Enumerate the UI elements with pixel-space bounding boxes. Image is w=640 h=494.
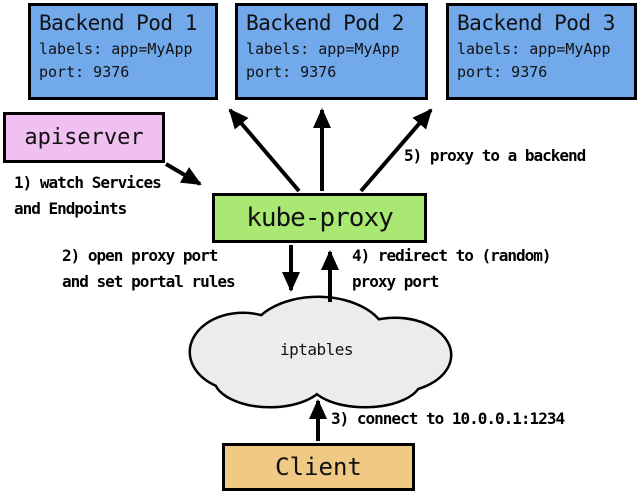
pod-labels: labels: app=MyApp [457, 40, 611, 58]
arrow-kube-proxy-to-pod3 [359, 108, 433, 193]
client-label: Client [275, 453, 362, 481]
arrow-kube-proxy-to-pod1 [228, 108, 301, 193]
kube-proxy-box: kube-proxy [212, 193, 427, 243]
backend-pod-1-box: Backend Pod 1 labels: app=MyApp port: 93… [28, 3, 218, 100]
pod-labels: labels: app=MyApp [246, 40, 400, 58]
annotation-step4: 4) redirect to (random) proxy port [352, 246, 552, 291]
pod-port: port: 9376 [39, 63, 130, 81]
apiserver-label: apiserver [24, 125, 144, 150]
apiserver-box: apiserver [3, 112, 165, 163]
arrow-apiserver-to-kube-proxy [164, 162, 202, 186]
client-box: Client [222, 443, 415, 491]
pod-title: Backend Pod 3 [457, 11, 615, 35]
annotation-step5: 5) proxy to a backend [404, 146, 586, 165]
kube-proxy-label: kube-proxy [246, 203, 394, 233]
pod-port: port: 9376 [246, 63, 337, 81]
pod-port: port: 9376 [457, 63, 548, 81]
iptables-label: iptables [280, 340, 354, 359]
pod-title: Backend Pod 1 [39, 11, 197, 35]
iptables-cloud-icon [188, 295, 453, 409]
backend-pod-3-box: Backend Pod 3 labels: app=MyApp port: 93… [446, 3, 637, 100]
annotation-step1: 1) watch Services and Endpoints [14, 173, 162, 218]
pod-title: Backend Pod 2 [246, 11, 404, 35]
annotation-step3: 3) connect to 10.0.0.1:1234 [331, 409, 565, 428]
backend-pod-2-box: Backend Pod 2 labels: app=MyApp port: 93… [235, 3, 428, 100]
pod-labels: labels: app=MyApp [39, 40, 193, 58]
annotation-step2: 2) open proxy port and set portal rules [62, 246, 236, 291]
